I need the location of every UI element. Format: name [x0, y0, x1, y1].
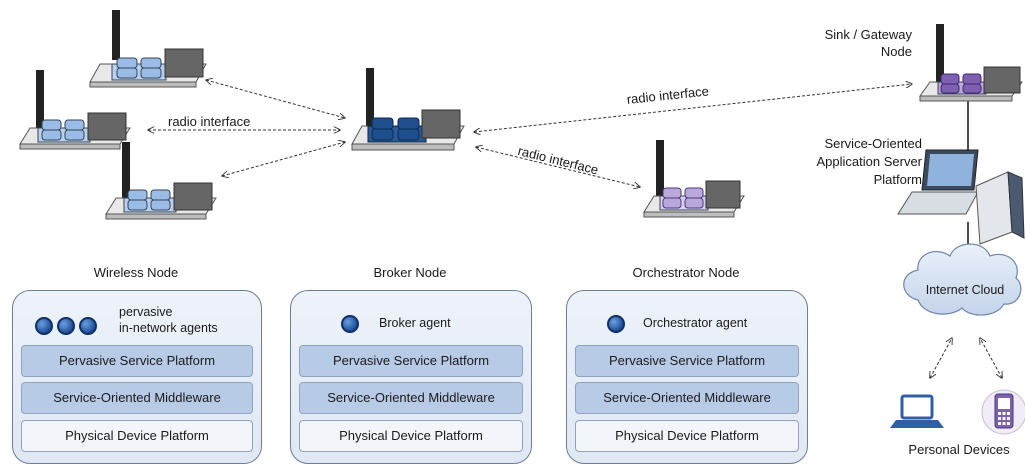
broker-node-stack: Broker agent Pervasive Service Platform …: [290, 290, 532, 464]
wireless-node-stack: pervasive in-network agents Pervasive Se…: [12, 290, 262, 464]
stack-title-wireless: Wireless Node: [93, 265, 179, 280]
stack-title-orchestrator: Orchestrator Node: [632, 265, 740, 280]
link-broker-to-orchestrator: [476, 147, 640, 187]
link-broker-to-sink: [474, 84, 912, 132]
layer-service-oriented-middleware: Service-Oriented Middleware: [21, 382, 253, 414]
laptop-icon-personal: [890, 394, 944, 428]
agent-label: Broker agent: [379, 316, 451, 330]
agent-dot-icon: [57, 317, 75, 335]
radio-antenna-icon: [656, 140, 664, 202]
radio-interface-label: radio interface: [168, 114, 251, 129]
sink-gateway-node-device: [919, 24, 1023, 102]
layer-service-oriented-middleware: Service-Oriented Middleware: [575, 382, 799, 414]
layer-physical-device-platform: Physical Device Platform: [299, 420, 523, 452]
orchestrator-node-stack: Orchestrator agent Pervasive Service Pla…: [566, 290, 808, 464]
link-cloud-to-phone: [980, 338, 1002, 378]
radio-antenna-icon: [366, 68, 374, 130]
server-label-line2: Application Server: [816, 154, 923, 169]
link-cloud-to-laptop: [930, 338, 952, 378]
agent-label: Orchestrator agent: [643, 316, 748, 330]
link-top-node-to-broker: [206, 80, 345, 118]
agent-label-line2: in-network agents: [119, 321, 218, 335]
cloud-icon: [903, 243, 1022, 316]
sink-gateway-label-line2: Node: [880, 44, 912, 59]
agent-label-line1: pervasive: [119, 305, 173, 319]
wireless-node-device-bottom: [105, 142, 217, 220]
radio-antenna-icon: [112, 10, 120, 60]
agent-dot-icon: [607, 315, 625, 333]
wireless-node-device-top: [89, 10, 207, 88]
layer-physical-device-platform: Physical Device Platform: [21, 420, 253, 452]
layer-pervasive-service-platform: Pervasive Service Platform: [21, 345, 253, 377]
orchestrator-node-device: [643, 140, 745, 218]
internet-cloud-label: Internet Cloud: [925, 283, 1005, 297]
mobile-phone-icon: [981, 389, 1025, 435]
radio-antenna-icon: [122, 142, 130, 202]
agent-dot-icon: [79, 317, 97, 335]
sink-gateway-label-line1: Sink / Gateway: [824, 27, 912, 42]
layer-pervasive-service-platform: Pervasive Service Platform: [575, 345, 799, 377]
radio-antenna-icon: [36, 70, 44, 130]
layer-service-oriented-middleware: Service-Oriented Middleware: [299, 382, 523, 414]
radio-antenna-icon: [936, 24, 944, 84]
broker-node-device: [351, 68, 465, 151]
link-bottom-node-to-broker: [222, 142, 345, 176]
server-label-line3: Platform: [873, 172, 922, 187]
server-label-line1: Service-Oriented: [824, 136, 922, 151]
stack-title-broker: Broker Node: [373, 265, 447, 280]
server-icon: [975, 171, 1025, 245]
laptop-icon: [897, 149, 979, 215]
wireless-node-device-middle: [19, 70, 131, 150]
agent-dot-icon: [35, 317, 53, 335]
layer-pervasive-service-platform: Pervasive Service Platform: [299, 345, 523, 377]
personal-devices-label: Personal Devices: [908, 442, 1010, 457]
agent-dot-icon: [341, 315, 359, 333]
layer-physical-device-platform: Physical Device Platform: [575, 420, 799, 452]
